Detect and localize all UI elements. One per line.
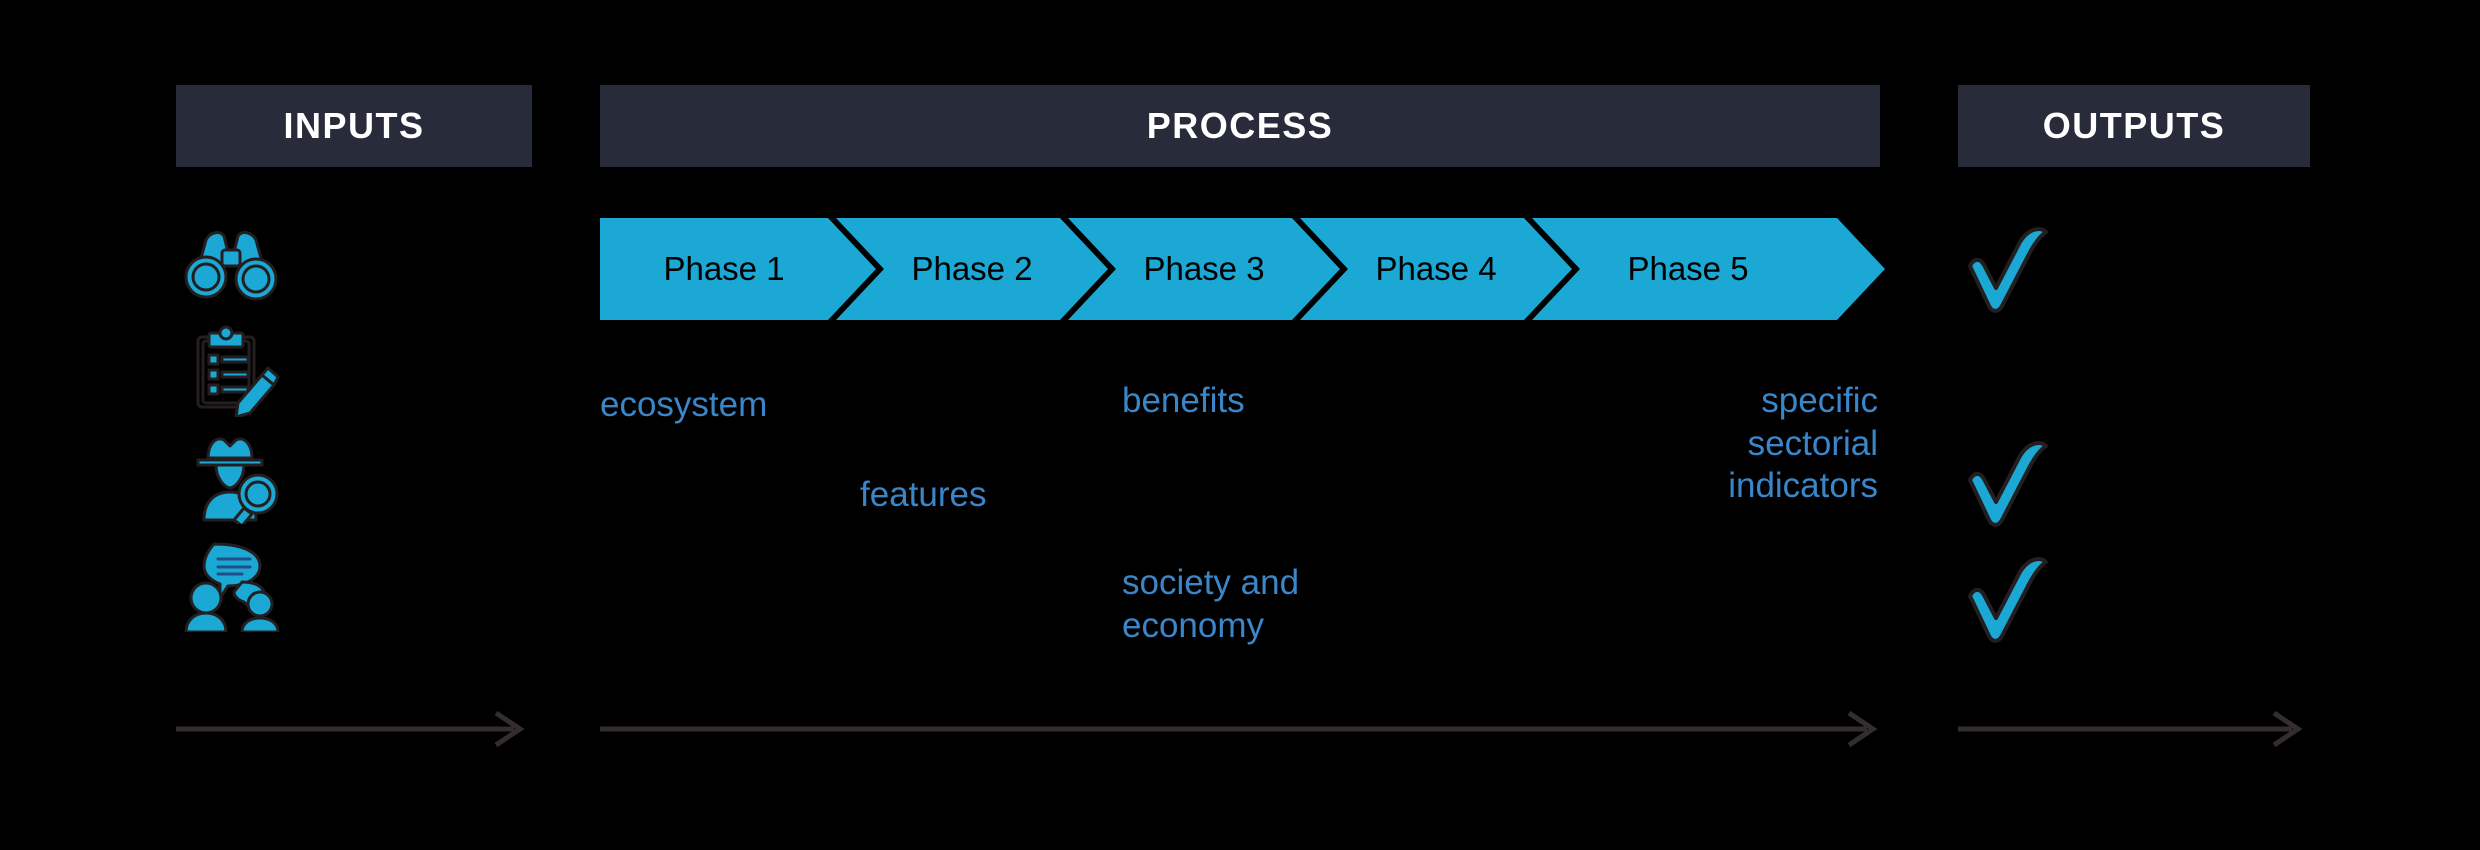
outputs-header-label: OUTPUTS	[2042, 105, 2226, 146]
phase-shape-4	[1300, 218, 1572, 320]
outputs-flow-arrow	[1958, 709, 2310, 749]
interview-people-icon	[176, 540, 286, 634]
clipboard-pen-icon	[176, 325, 286, 419]
phase-shape-5	[1532, 218, 1885, 320]
inputs-column-header: INPUTS	[176, 85, 532, 167]
inputs-header-label: INPUTS	[283, 105, 425, 146]
process-flow-arrow	[600, 709, 1885, 749]
keyword-features: features	[860, 475, 987, 514]
keyword-benefits: benefits	[1122, 381, 1245, 420]
keyword-ecosystem: ecosystem	[600, 385, 768, 424]
process-phase-band: Phase 1 Phase 2 Phase 3 Phase 4 Phase 5	[600, 218, 1885, 320]
inputs-flow-arrow	[176, 709, 532, 749]
phase-shape-3	[1068, 218, 1340, 320]
keyword-society-and-economy: society and economy	[1122, 563, 1300, 645]
phase-shape-2	[836, 218, 1108, 320]
keyword-specific-sectorial-indicators: specific sectorial indicators	[1728, 381, 1878, 506]
checkmark-icon-1	[1958, 218, 2058, 314]
outputs-column-header: OUTPUTS	[1958, 85, 2310, 167]
checkmark-icon-2	[1958, 432, 2058, 528]
process-header-label: PROCESS	[1146, 105, 1334, 146]
process-column-header: PROCESS	[600, 85, 1880, 167]
detective-magnifier-icon	[176, 432, 286, 528]
phase-shape-1	[600, 218, 876, 320]
checkmark-icon-3	[1958, 548, 2058, 644]
binoculars-icon	[176, 222, 286, 314]
